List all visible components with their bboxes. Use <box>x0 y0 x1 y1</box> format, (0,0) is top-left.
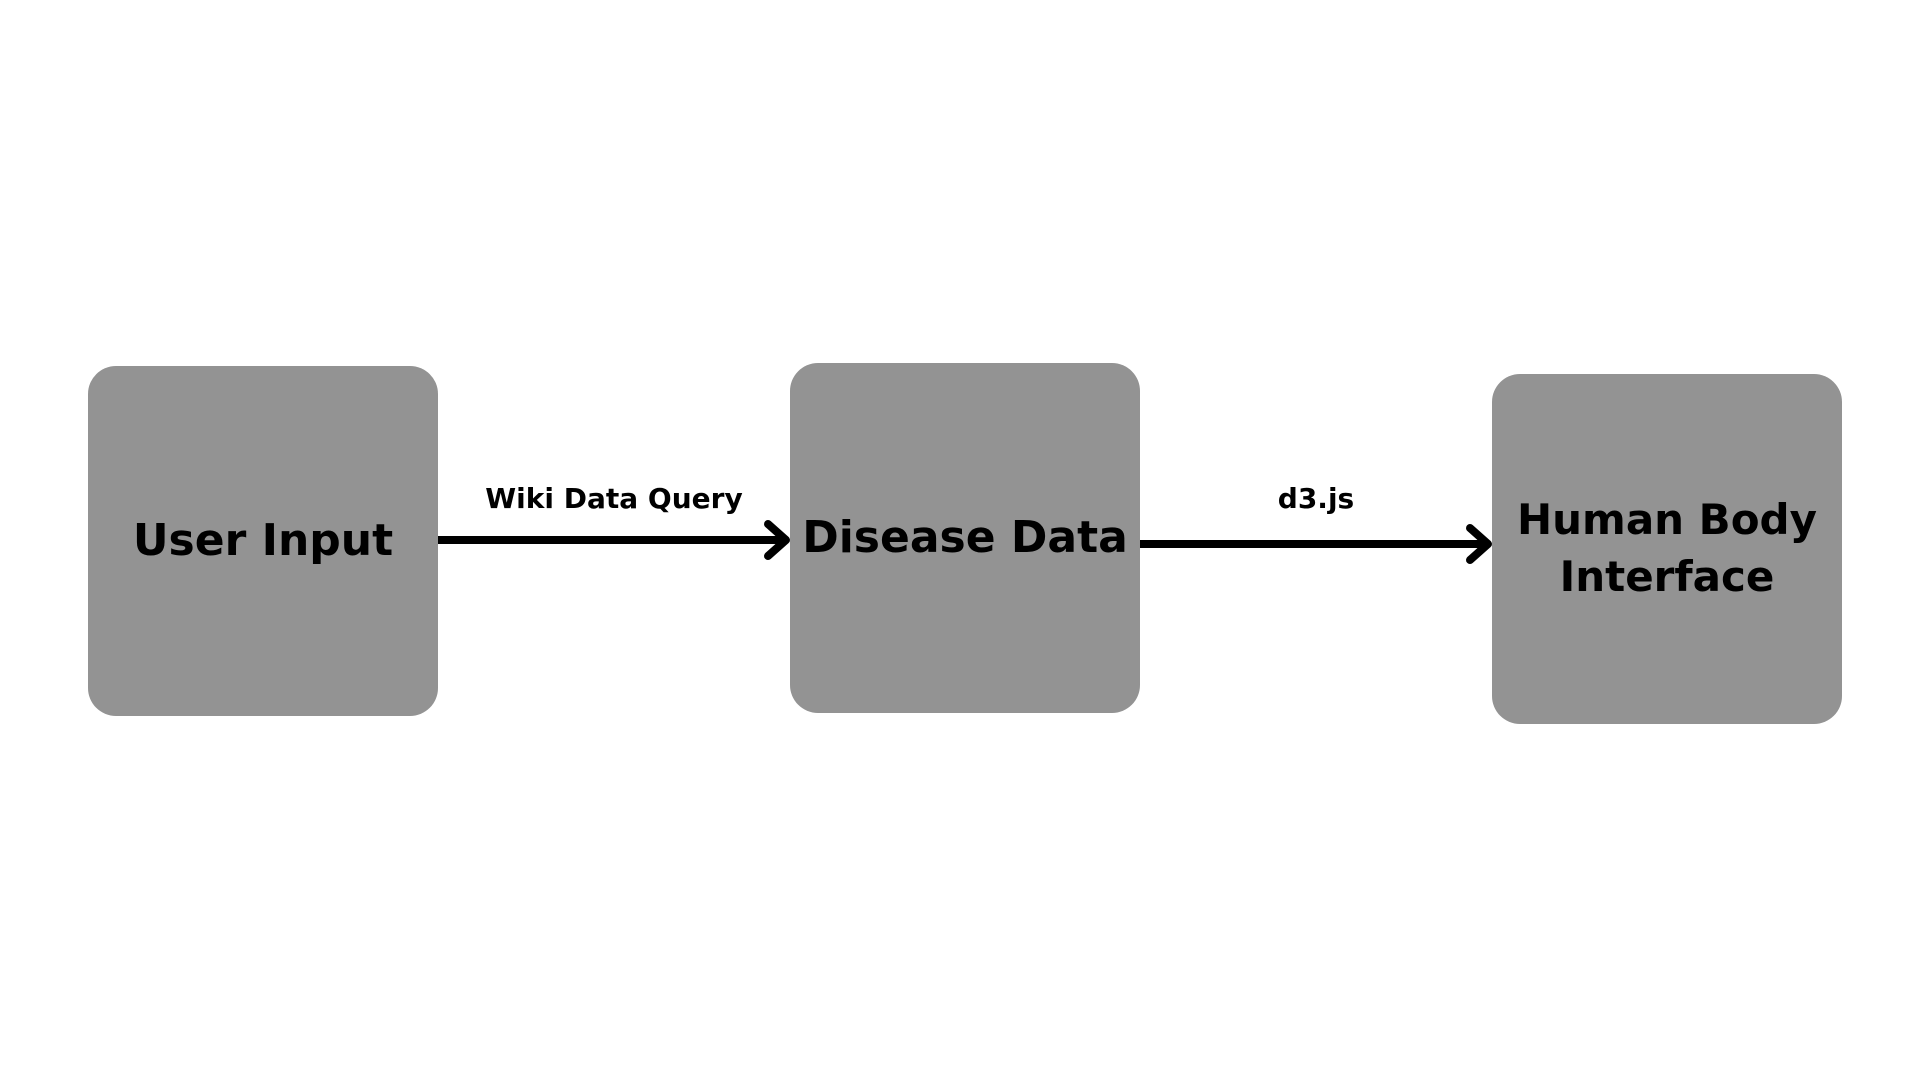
arrow-user-to-disease <box>438 520 790 560</box>
arrow-head-icon <box>764 520 790 560</box>
node-label: Disease Data <box>802 512 1128 564</box>
edge-label-d3js: d3.js <box>1277 482 1355 515</box>
arrow-head-icon <box>1466 524 1492 564</box>
node-user-input: User Input <box>88 366 438 716</box>
node-human-body-interface: Human Body Interface <box>1492 374 1842 724</box>
edge-label-wiki-data-query: Wiki Data Query <box>485 482 743 515</box>
node-label: User Input <box>132 515 394 567</box>
node-disease-data: Disease Data <box>790 363 1140 713</box>
arrow-disease-to-body <box>1140 524 1492 564</box>
node-label: Human Body Interface <box>1517 495 1817 601</box>
